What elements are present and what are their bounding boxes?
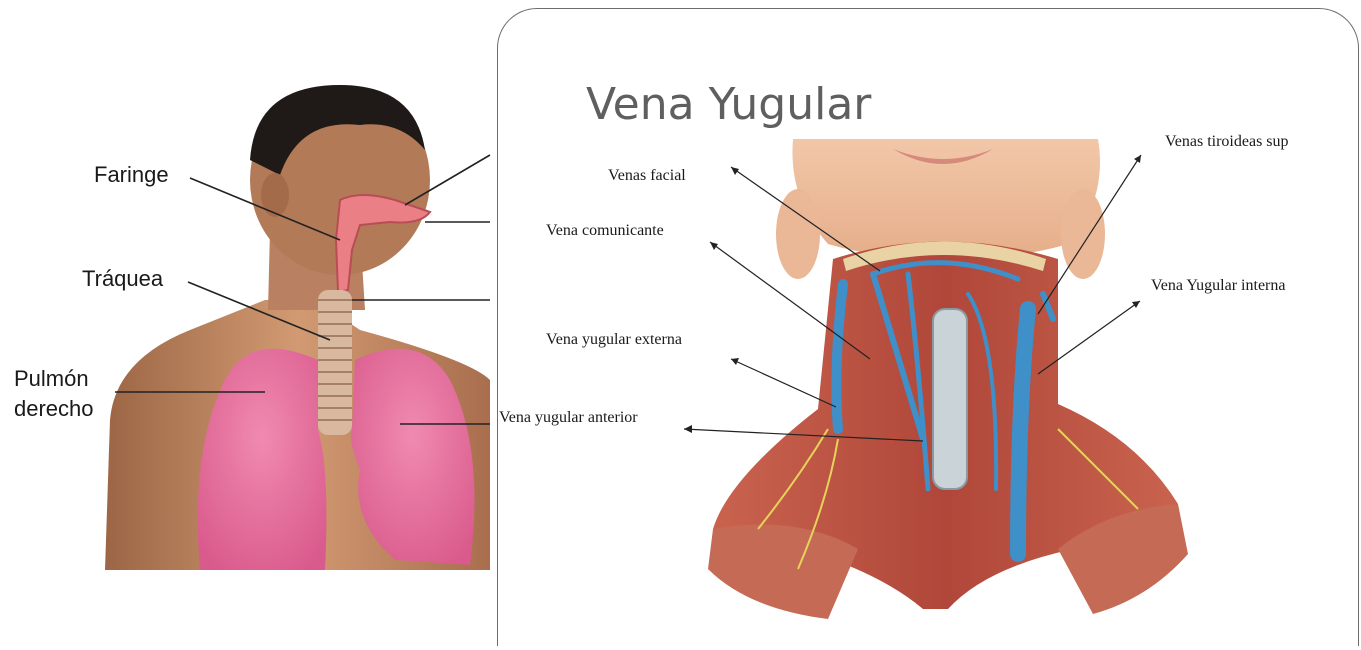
- traquea-label: Tráquea: [82, 266, 163, 292]
- venas-facial-label: Venas facial: [608, 167, 686, 185]
- slide-title: Vena Yugular: [586, 79, 871, 130]
- pulmon-label-line2: derecho: [14, 396, 94, 422]
- chin-shape: [792, 139, 1100, 259]
- pulmon-label-line1: Pulmón: [14, 366, 89, 392]
- vena-yugular-externa-label: Vena yugular externa: [546, 331, 682, 349]
- respiratory-illustration: [0, 0, 500, 645]
- vena-yugular-anterior-label: Vena yugular anterior: [499, 409, 638, 427]
- trachea-shape: [318, 290, 352, 435]
- vena-yugular-interna-label: Vena Yugular interna: [1151, 277, 1285, 295]
- vena-yugular-externa-arrow: [731, 359, 836, 407]
- vena-comunicante-label: Vena comunicante: [546, 222, 664, 240]
- jugular-slide: Vena Yugular Venas facial Vena comunican…: [497, 8, 1359, 646]
- faringe-label: Faringe: [94, 162, 169, 188]
- venas-tiroideas-sup-label: Venas tiroideas sup: [1165, 133, 1289, 151]
- respiratory-system-figure: Faringe Tráquea Pulmón derecho: [0, 0, 500, 645]
